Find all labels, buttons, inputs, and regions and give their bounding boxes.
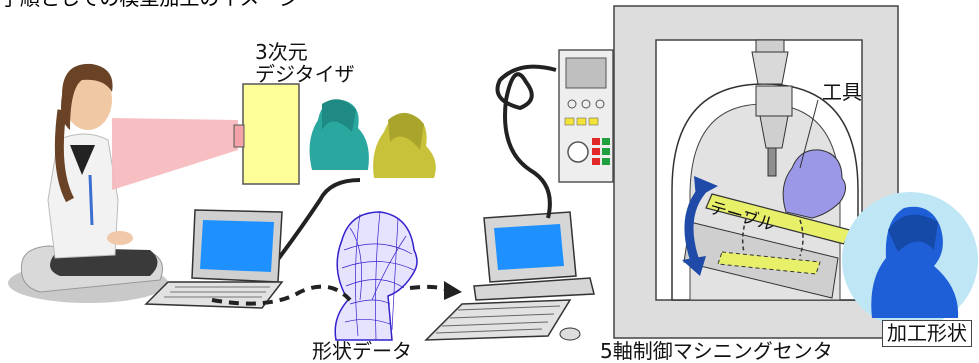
machined-shape-icon [842,192,978,328]
data-flow-arrow [211,284,352,306]
machining-center-label: 5軸制御マシニングセンタ [600,339,833,363]
desktop-computer-icon [424,211,595,341]
arrowhead-icon [444,281,462,300]
wireframe-head-icon [334,211,418,341]
five-axis-machine-icon [613,5,899,339]
seated-person-icon [8,63,168,303]
laptop-icon [144,209,284,309]
digitizer-label-line1: 3次元 [255,40,308,64]
tool-label: 工具 [822,80,862,104]
workpiece-head-icon [782,149,846,219]
olive-scan-head-icon [373,112,436,178]
cable-loop [495,64,557,219]
3d-digitizer-icon [233,83,300,185]
teal-scan-head-icon [309,99,369,170]
machined-shape-label: 加工形状 [882,320,972,347]
cable-digitizer-laptop [274,178,361,264]
control-panel-icon [558,49,614,183]
shape-data-label: 形状データ [312,339,412,363]
scan-beam [112,118,238,190]
header-caption: 手順としての模型加工のイメージ [0,0,299,9]
digitizer-label-line2: デジタイザ [255,62,355,86]
